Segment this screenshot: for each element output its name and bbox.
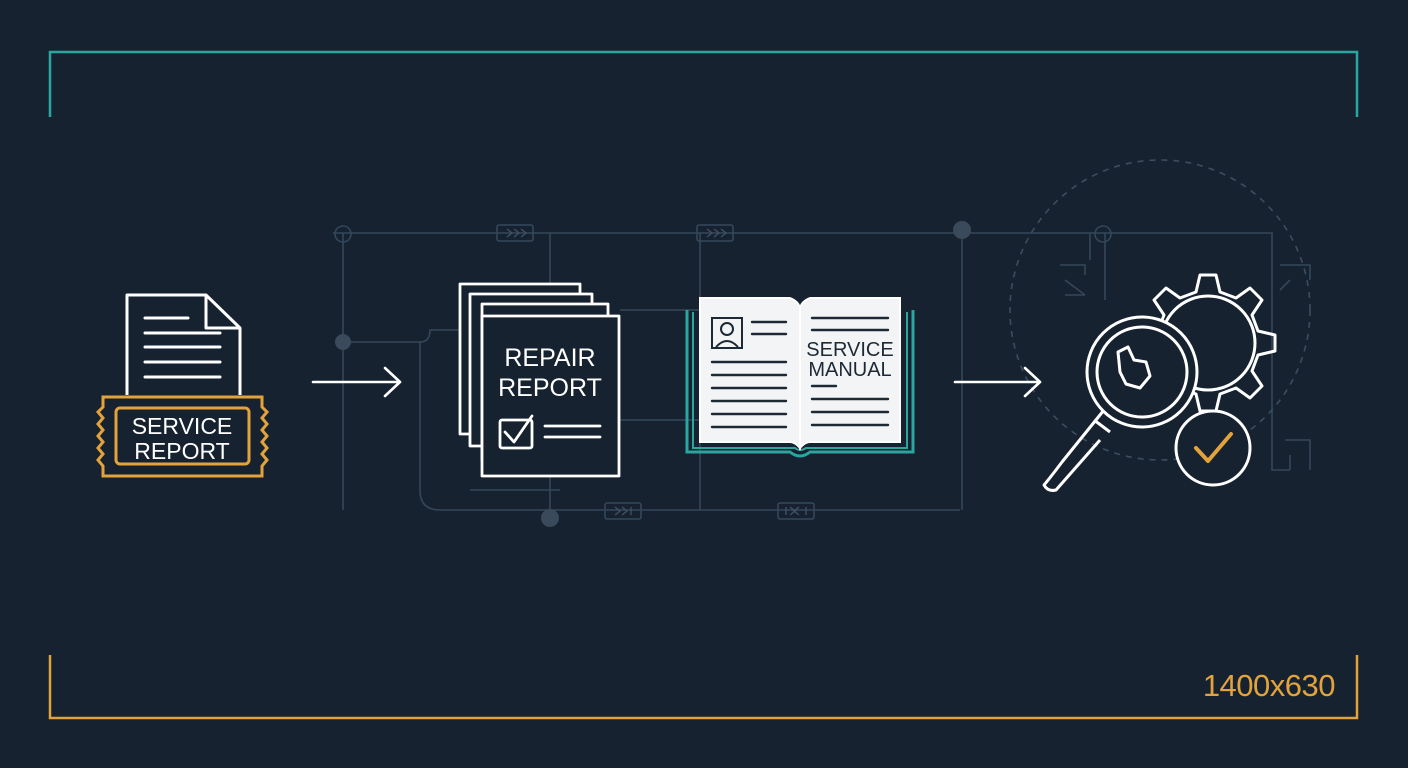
stacked-documents-icon bbox=[458, 282, 621, 478]
dimensions-label: 1400x630 bbox=[1202, 668, 1336, 703]
magnifier-icon bbox=[1042, 315, 1199, 492]
arrow-right-icon bbox=[311, 366, 402, 398]
checkbox-check-icon bbox=[498, 414, 602, 450]
repair-report-label-line2: REPORT bbox=[498, 374, 602, 402]
arrow-right-icon-2 bbox=[953, 366, 1042, 398]
service-report-label-line1: SERVICE bbox=[132, 413, 233, 439]
open-book-icon bbox=[685, 297, 915, 458]
service-report-ticket bbox=[95, 395, 270, 478]
check-badge-icon bbox=[1174, 409, 1252, 487]
repair-report-label-line1: REPAIR bbox=[504, 344, 595, 372]
circuit-nodes bbox=[335, 221, 971, 527]
service-report-label-line2: REPORT bbox=[134, 438, 229, 464]
service-report-document-icon bbox=[125, 293, 242, 395]
service-manual-label-line1: SERVICE bbox=[806, 339, 893, 361]
bottom-frame-bracket bbox=[48, 655, 1359, 720]
service-manual-label-line2: MANUAL bbox=[808, 359, 891, 381]
top-frame-bracket bbox=[48, 50, 1359, 117]
circuit-chevrons bbox=[506, 228, 807, 516]
